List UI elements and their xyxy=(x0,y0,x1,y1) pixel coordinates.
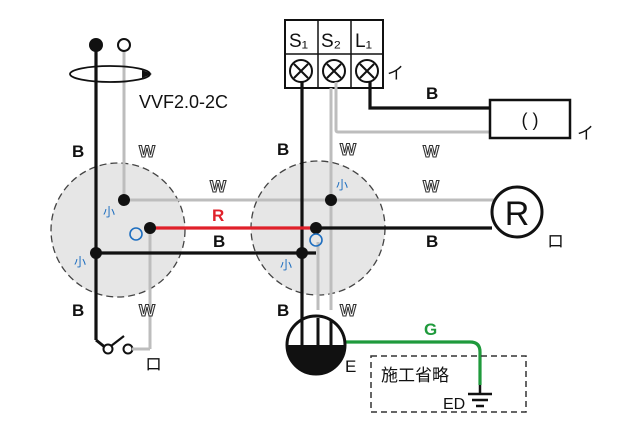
mark-i-receptacle: イ xyxy=(577,124,594,144)
connection-dot xyxy=(325,194,337,206)
receptacle-fixture: ( ) xyxy=(488,98,572,140)
wire-label-black: B xyxy=(277,301,289,320)
wire-black-receptacle xyxy=(368,82,490,110)
ground-electrode-label: ED xyxy=(443,396,465,413)
terminal-s1-label: S₁ xyxy=(289,31,308,52)
terminal-screw-icon xyxy=(289,59,313,83)
wire-label-white: W xyxy=(423,142,440,161)
junction-box-left xyxy=(50,162,186,298)
wire-label-black: B xyxy=(72,142,84,161)
crimp-mark-circle xyxy=(309,233,323,247)
wire-label-white: W xyxy=(340,140,357,159)
ground-terminal-label: E xyxy=(345,357,356,376)
wire-label-red: R xyxy=(212,206,224,225)
mark-i-switch: イ xyxy=(387,64,404,84)
connection-dot xyxy=(90,247,102,259)
connection-dot xyxy=(118,194,130,206)
cable-spec-label: VVF2.0-2C xyxy=(139,92,228,112)
connection-dot xyxy=(296,247,308,259)
mark-ro-lamp: ロ xyxy=(547,232,564,252)
wire-label-white: W xyxy=(210,177,227,196)
switch-symbol-icon xyxy=(95,335,152,355)
lamp-symbol-label: R xyxy=(505,195,530,233)
rotation-arrow-icon xyxy=(69,65,152,83)
receptacle-symbol-label: ( ) xyxy=(522,110,539,130)
sleeve-small-label: 小 xyxy=(74,255,86,269)
wire-label-black: B xyxy=(277,140,289,159)
black-wires xyxy=(94,45,492,340)
sleeve-small-label: 小 xyxy=(280,258,292,272)
wire-label-white: W xyxy=(423,177,440,196)
lamp-fixture: R xyxy=(490,185,544,239)
sleeve-small-label: 小 xyxy=(103,205,115,219)
sleeve-small-label: 小 xyxy=(336,178,348,192)
terminal-l1-label: L₁ xyxy=(355,31,372,52)
terminal-screw-icon xyxy=(322,59,346,83)
source-terminal-black xyxy=(89,38,103,52)
source-terminal-white xyxy=(117,38,131,52)
terminal-s2-label: S₂ xyxy=(321,31,341,52)
crimp-mark-circle xyxy=(129,227,143,241)
terminal-screw-icon xyxy=(355,59,379,83)
wire-label-black: B xyxy=(426,232,438,251)
wire-label-black: B xyxy=(426,84,438,103)
wire-label-white: W xyxy=(139,142,156,161)
wire-label-black: B xyxy=(213,232,225,251)
omission-box xyxy=(370,355,527,413)
wire-label-white: W xyxy=(340,301,357,320)
mark-ro-switch: ロ xyxy=(145,355,162,375)
omission-note: 施工省略 xyxy=(381,366,449,386)
wire-label-white: W xyxy=(139,301,156,320)
wire-green xyxy=(340,340,482,385)
wire-white-receptacle xyxy=(334,82,490,134)
grounded-outlet-icon xyxy=(285,314,347,376)
wire-label-green: G xyxy=(424,320,437,339)
connection-dot xyxy=(310,222,322,234)
switch-terminal-block: S₁ S₂ L₁ xyxy=(284,19,384,89)
connection-dot xyxy=(144,222,156,234)
ground-electrode-icon xyxy=(468,385,492,408)
wire-label-black: B xyxy=(72,301,84,320)
